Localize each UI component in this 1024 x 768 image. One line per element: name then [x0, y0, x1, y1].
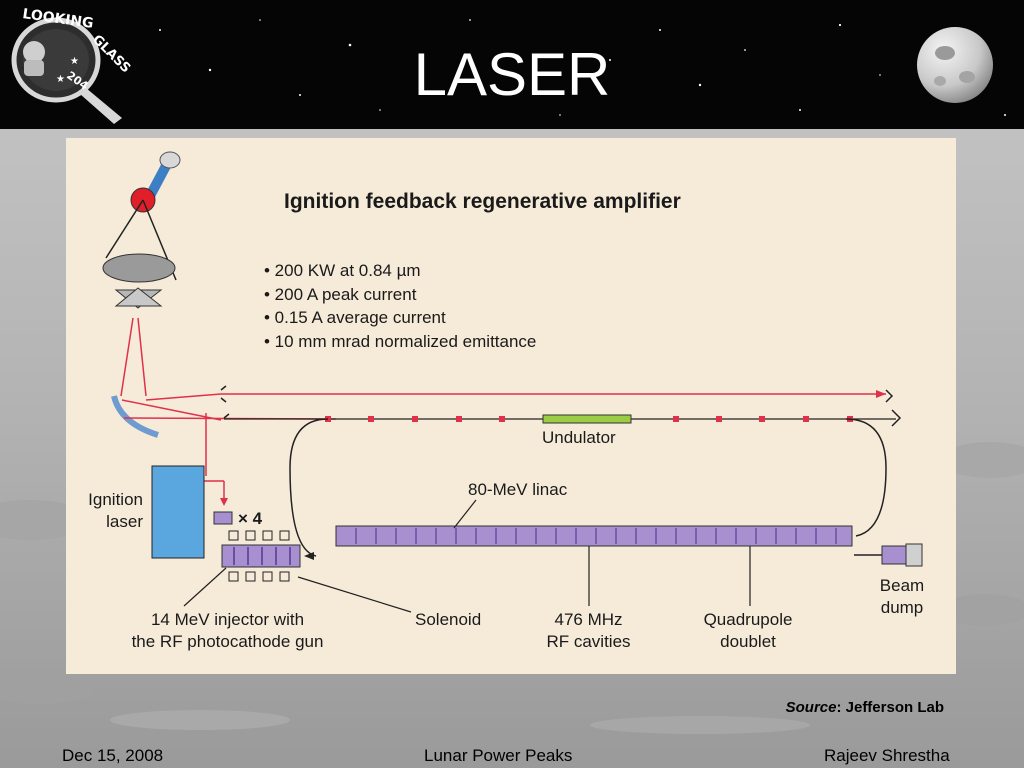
diagram-heading: Ignition feedback regenerative amplifier — [284, 190, 681, 213]
leader-lines — [183, 499, 751, 613]
undulator-label: Undulator — [542, 428, 616, 447]
spec-item: • 200 A peak current — [264, 284, 417, 304]
injector-box — [213, 511, 233, 525]
spec-item: • 200 KW at 0.84 µm — [264, 261, 421, 280]
linac-bar — [335, 525, 853, 547]
left-return-arc — [289, 418, 329, 557]
starfield — [159, 19, 1006, 116]
times-four-label: × 4 — [238, 509, 263, 528]
footer-title: Lunar Power Peaks — [424, 746, 573, 765]
moon-image — [917, 27, 993, 103]
upper-mirror-assembly — [102, 151, 181, 309]
fel-diagram — [102, 151, 923, 613]
curved-mirror — [111, 395, 159, 438]
slide-title: LASER — [413, 41, 611, 108]
source-label: Source — [785, 699, 837, 716]
optics-marks — [220, 385, 902, 427]
linac-cavity-lines — [355, 528, 837, 544]
footer-date: Dec 15, 2008 — [62, 746, 164, 765]
spec-list: • 200 KW at 0.84 µm • 200 A peak current… — [264, 259, 536, 353]
injector-label: 14 MeV injector with the RF photocathode… — [131, 610, 324, 651]
source-value: : Jefferson Lab — [836, 699, 944, 716]
beam-dump-box — [881, 545, 907, 565]
ignition-laser-label: Ignition laser — [88, 490, 143, 531]
quadrupole-label: Quadrupole doublet — [703, 610, 793, 651]
linac-label: 80-MeV linac — [468, 480, 568, 499]
right-return-arc — [845, 418, 887, 537]
solenoid-label: Solenoid — [415, 610, 482, 629]
spec-item: • 0.15 A average current — [264, 308, 446, 327]
spec-item: • 10 mm mrad normalized emittance — [264, 331, 537, 351]
undulator-bar — [542, 414, 632, 424]
source-credit: Source: Jefferson Lab — [786, 699, 944, 716]
looking-glass-logo: ★ ★ LOOKING GLASS 204 — [11, 6, 133, 124]
ignition-laser-box — [151, 465, 205, 559]
svg-text:★: ★ — [56, 74, 65, 85]
solenoid-coils — [228, 530, 290, 582]
slide-header: LASER ★ ★ LOOKING GLASS 204 — [0, 0, 1024, 129]
footer-author: Rajeev Shrestha — [824, 746, 950, 765]
rf-cavities-label: 476 MHz RF cavities — [546, 610, 631, 651]
beam-dump-label: Beam dump — [879, 576, 925, 617]
svg-text:★: ★ — [70, 56, 79, 67]
diagram-panel: Ignition feedback regenerative amplifier… — [66, 138, 956, 674]
